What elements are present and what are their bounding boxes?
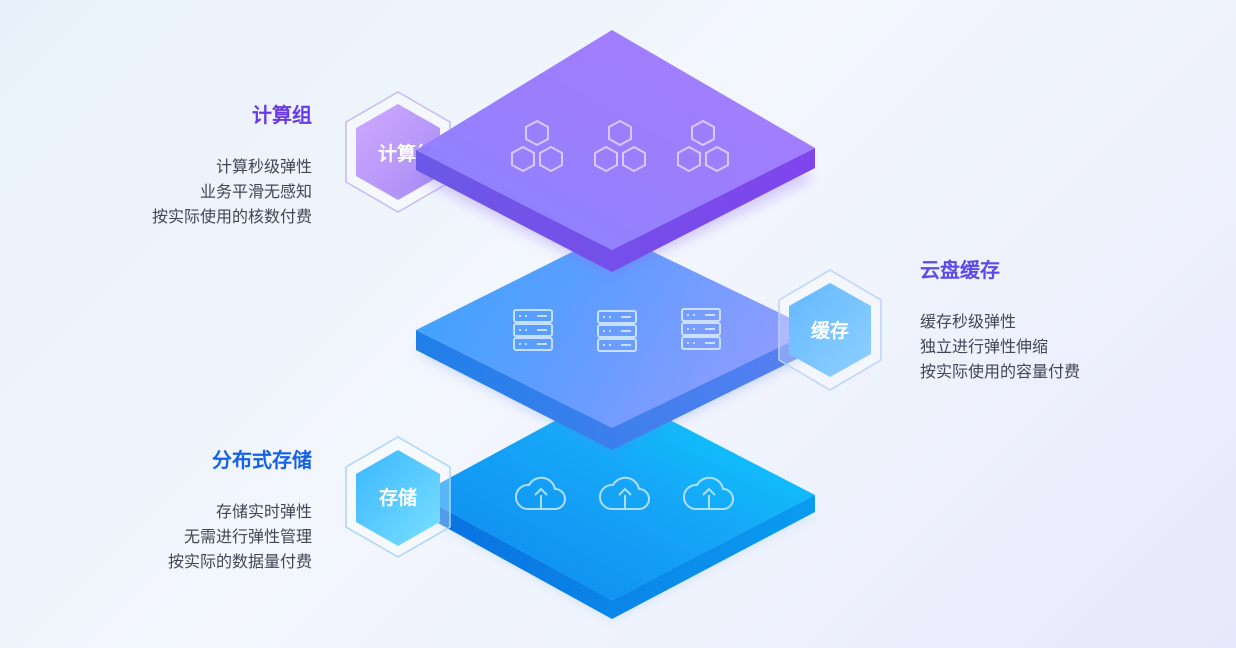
storage-line-2: 无需进行弹性管理 bbox=[183, 527, 312, 546]
hexagon-cluster-icon bbox=[677, 119, 729, 173]
cache-description: 云盘缓存 缓存秒级弹性 独立进行弹性伸缩 按实际使用的容量付费 bbox=[920, 254, 1220, 384]
compute-layer-side bbox=[416, 148, 815, 272]
cache-badge-label: 缓存 bbox=[811, 319, 849, 342]
storage-icons bbox=[515, 476, 734, 510]
cache-badge-hexagon bbox=[789, 283, 871, 377]
hexagon-cluster-icon bbox=[511, 119, 563, 173]
cache-line-2: 独立进行弹性伸缩 bbox=[920, 337, 1049, 356]
compute-title: 计算组 bbox=[252, 103, 312, 127]
cloud-upload-icon bbox=[683, 476, 734, 510]
storage-layer bbox=[418, 390, 815, 619]
compute-line-3: 按实际使用的核数付费 bbox=[151, 207, 312, 226]
cache-line-3: 按实际使用的容量付费 bbox=[920, 362, 1081, 381]
server-icon bbox=[681, 308, 721, 350]
compute-line-2: 业务平滑无感知 bbox=[199, 182, 312, 201]
server-icon bbox=[513, 309, 553, 351]
compute-layer bbox=[416, 30, 815, 276]
cache-layer-top bbox=[416, 232, 815, 428]
storage-badge: 存储 bbox=[345, 436, 451, 558]
cache-layer-side bbox=[416, 330, 815, 450]
compute-badge-hexagon bbox=[356, 104, 440, 200]
storage-line-3: 按实际的数据量付费 bbox=[167, 552, 312, 571]
cloud-upload-icon bbox=[599, 476, 650, 510]
storage-line-1: 存储实时弹性 bbox=[215, 502, 312, 521]
hexagon-cluster-icon bbox=[594, 119, 646, 173]
compute-line-1: 计算秒级弹性 bbox=[215, 157, 312, 176]
storage-layer-top bbox=[418, 390, 815, 600]
cache-layer bbox=[416, 232, 815, 452]
compute-description: 计算组 计算秒级弹性 业务平滑无感知 按实际使用的核数付费 bbox=[0, 99, 312, 229]
storage-badge-hexagon bbox=[356, 450, 440, 546]
cache-line-1: 缓存秒级弹性 bbox=[920, 312, 1017, 331]
cache-badge: 缓存 bbox=[778, 269, 882, 391]
server-icon bbox=[597, 310, 637, 352]
storage-badge-label: 存储 bbox=[379, 486, 417, 509]
storage-description: 分布式存储 存储实时弹性 无需进行弹性管理 按实际的数据量付费 bbox=[0, 444, 312, 574]
compute-layer-top bbox=[416, 30, 815, 250]
cache-icons bbox=[513, 308, 721, 352]
compute-icons bbox=[511, 119, 729, 173]
cloud-upload-icon bbox=[515, 476, 566, 510]
cache-title: 云盘缓存 bbox=[920, 258, 1000, 282]
storage-title: 分布式存储 bbox=[212, 448, 312, 472]
